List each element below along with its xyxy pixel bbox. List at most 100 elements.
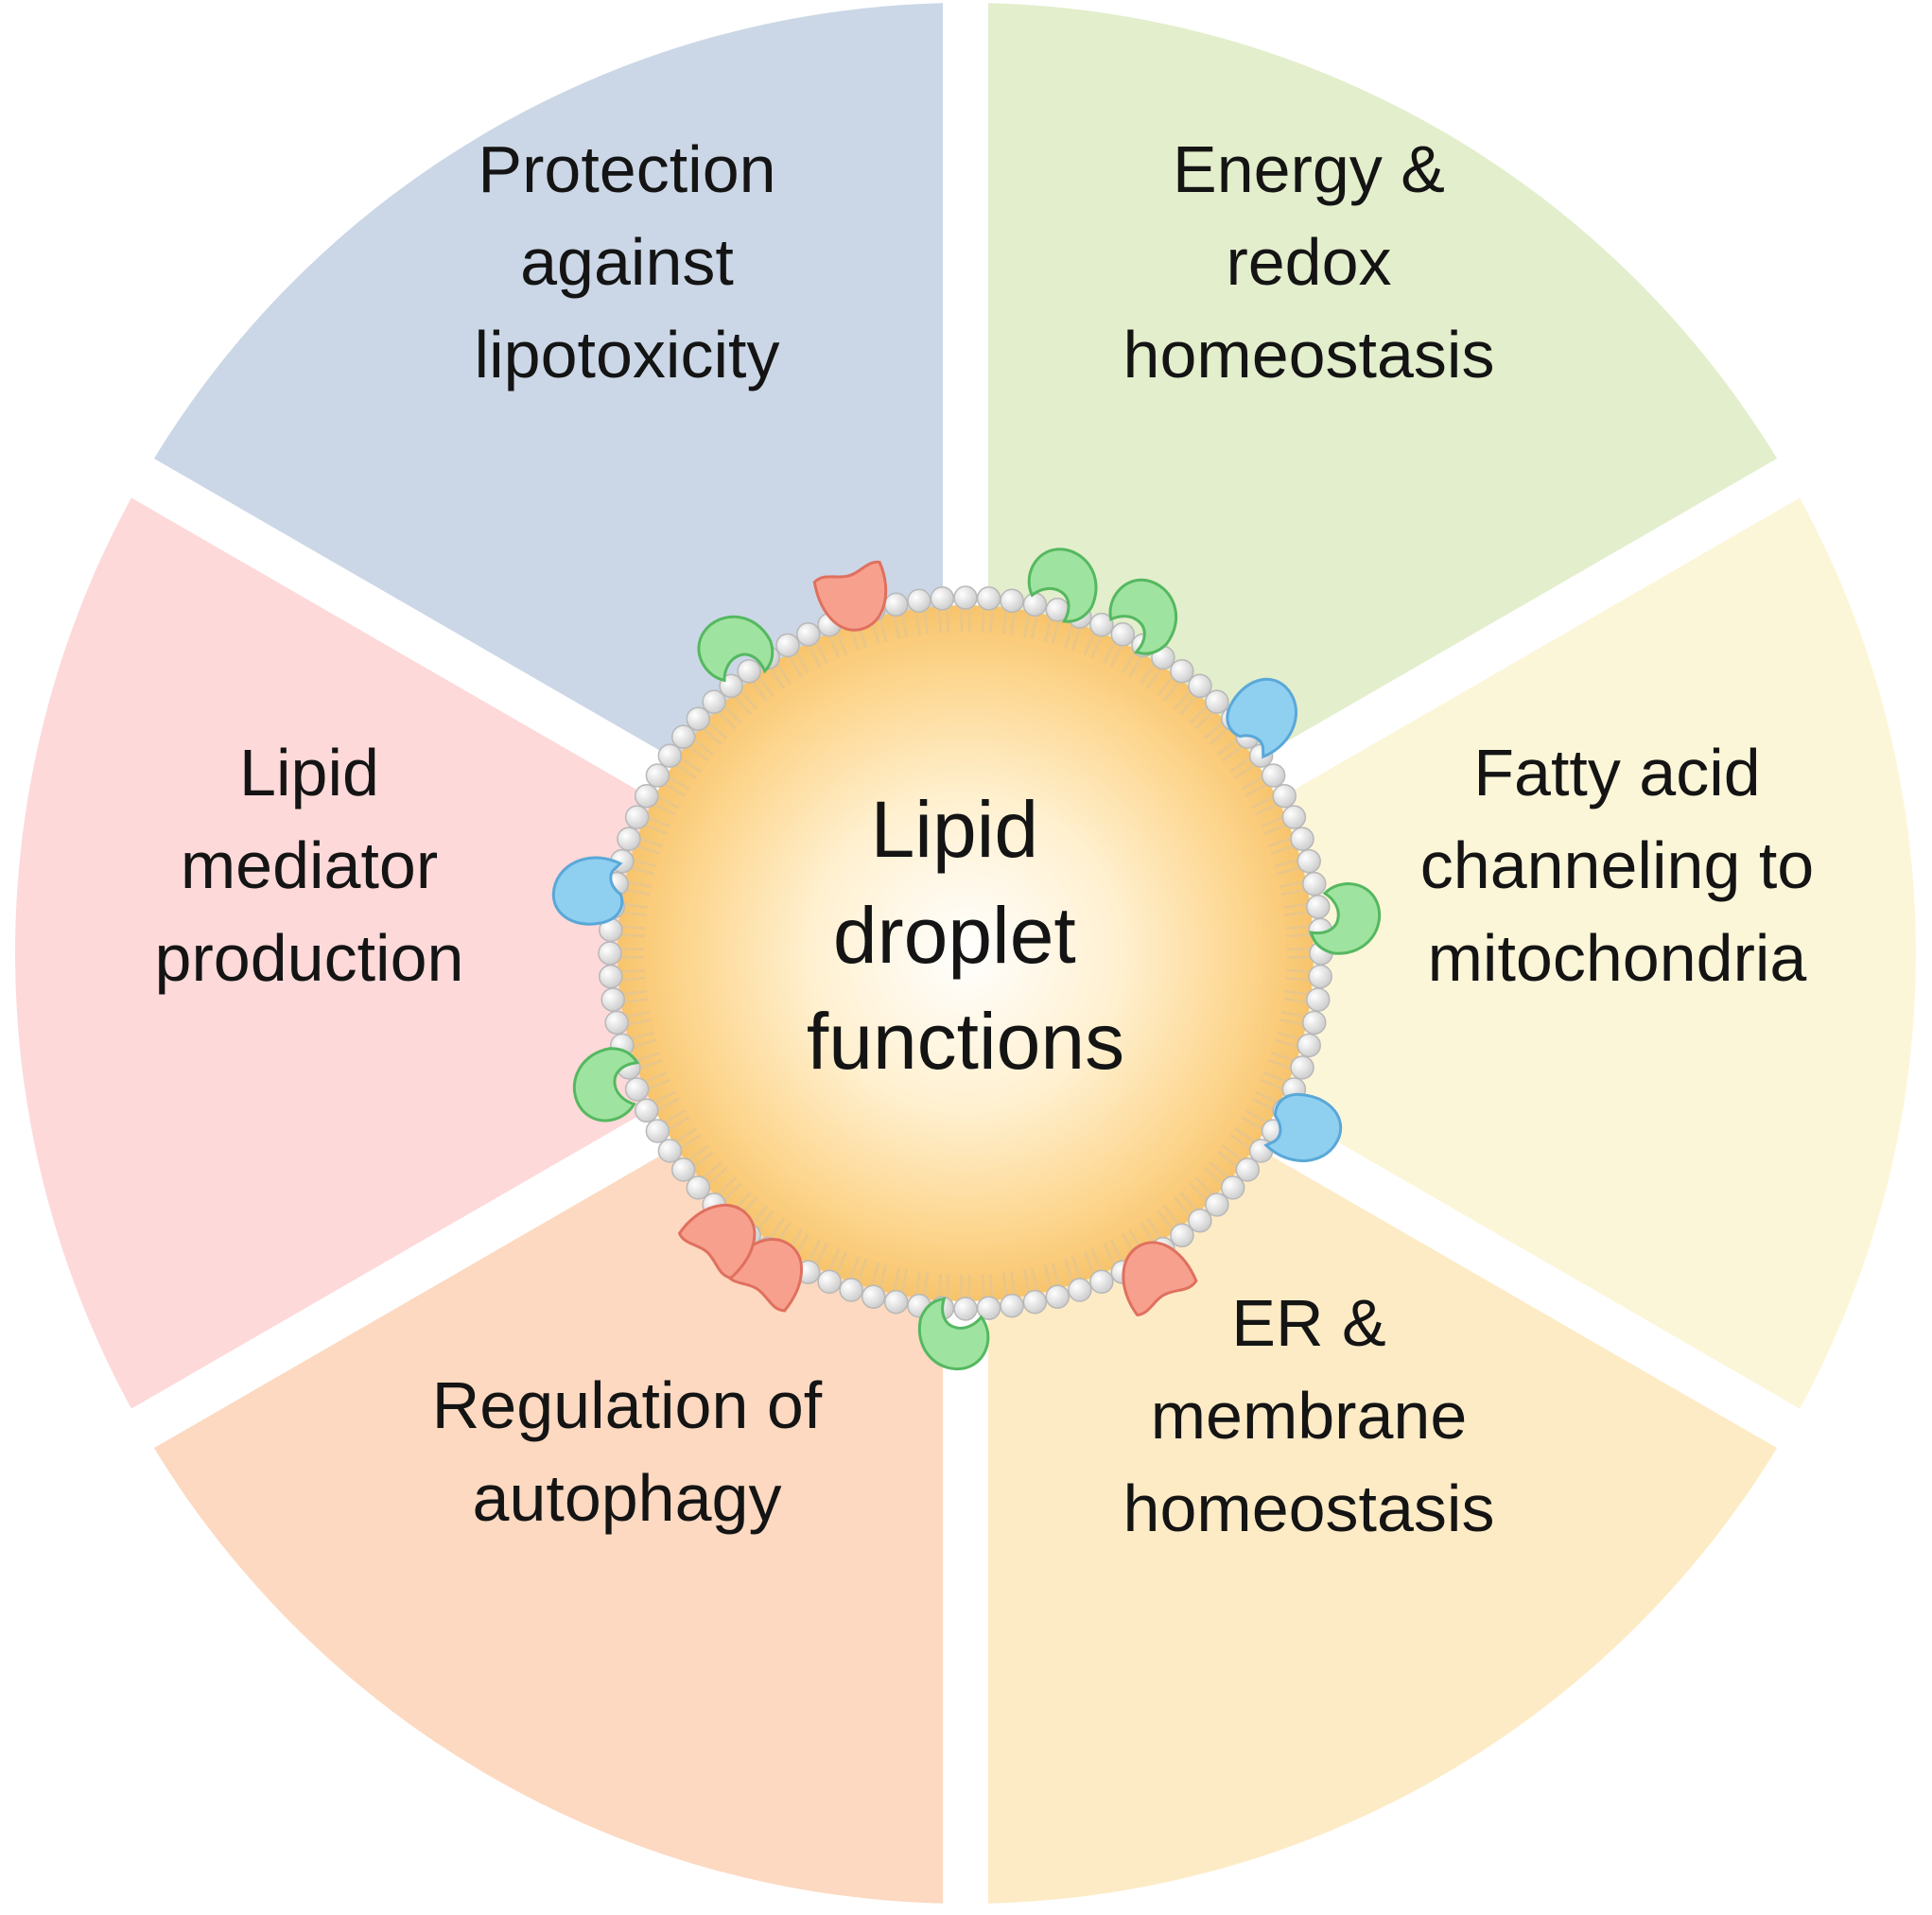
phospholipid-tail (914, 1271, 921, 1297)
phospholipid-head (1281, 805, 1307, 829)
phospholipid-head (645, 763, 670, 788)
phospholipid-tail (1251, 1097, 1275, 1111)
phospholipid-tail (620, 925, 646, 930)
phospholipid-tail (879, 1264, 888, 1289)
phospholipid-tail (794, 1232, 809, 1256)
phospholipid-tail (1279, 880, 1305, 888)
phospholipid-tail (1122, 651, 1137, 674)
phospholipid-tail (989, 608, 994, 634)
phospholipid-tails (619, 607, 1312, 1299)
phospholipid-tail (750, 1205, 768, 1227)
phospholipid-tail (1284, 911, 1310, 916)
phospholipid-tail (808, 644, 822, 668)
phospholipid-head (702, 689, 726, 714)
phospholipid-tail (788, 654, 803, 678)
phospholipid-tail (706, 721, 727, 740)
phospholipid-head (1290, 827, 1314, 851)
phospholipid-tail (1194, 1176, 1214, 1196)
phospholipid-tail (870, 1262, 880, 1287)
phospholipid-tail (1244, 1109, 1268, 1124)
phospholipid-tail (1277, 866, 1301, 876)
phospholipid-tail (893, 1267, 900, 1293)
phospholipid-tail (946, 607, 950, 633)
phospholipid-head (1022, 1290, 1048, 1314)
phospholipid-tail (1204, 721, 1225, 740)
phospholipid-head (1170, 658, 1194, 684)
phospholipid-tail (1284, 990, 1310, 996)
phospholipid-tail (757, 675, 775, 697)
phospholipid-tail (619, 933, 645, 938)
phospholipid-tail (1261, 1078, 1284, 1091)
phospholipid-tail (1234, 1127, 1257, 1143)
phospholipid-tail (1251, 795, 1275, 810)
phospholipid-tail (923, 1272, 929, 1297)
phospholipid-tail (663, 1109, 687, 1124)
label-er-membrane-line: membrane (1151, 1379, 1468, 1453)
phospholipid-head (839, 1278, 863, 1302)
phospholipid-tail (937, 1273, 942, 1298)
phospholipid-tail (1241, 1116, 1264, 1131)
phospholipid-tail (663, 782, 687, 797)
phospholipid-head (1089, 612, 1114, 637)
phospholipid-tail (635, 1052, 661, 1062)
protein-green (1027, 548, 1098, 623)
label-fatty-acid-line: Fatty acid (1473, 736, 1760, 810)
phospholipid-tail (632, 1038, 657, 1049)
phospholipid-tail (626, 880, 652, 888)
protein-green (1108, 578, 1178, 655)
phospholipid-tail (1270, 844, 1296, 855)
phospholipid-tail (1103, 640, 1117, 664)
phospholipid-tail (1179, 1192, 1198, 1212)
phospholipid-tail (619, 968, 645, 973)
phospholipid-tail (1209, 1161, 1229, 1179)
phospholipid-head (600, 987, 625, 1012)
phospholipid-tail (1217, 1151, 1239, 1169)
phospholipid-tail (1241, 775, 1264, 791)
phospholipid-tail (624, 888, 650, 896)
phospholipid-tail (1010, 610, 1017, 635)
phospholipid-tail (1285, 977, 1311, 982)
protein-blue (1226, 677, 1298, 759)
phospholipid-tail (1031, 1267, 1038, 1293)
protein-green (697, 615, 775, 683)
phospholipid-head (1302, 1010, 1327, 1036)
phospholipid-head (1272, 783, 1297, 809)
phospholipid-tail (630, 1031, 654, 1040)
phospholipid-head (1089, 1269, 1114, 1295)
center-title-line: droplet (833, 891, 1076, 980)
phospholipid-tail (1217, 738, 1239, 756)
phospholipid-head (645, 1119, 670, 1143)
phospholipid-tail (849, 1256, 861, 1280)
phospholipid-head (861, 1284, 886, 1309)
phospholipid-head (1205, 689, 1229, 714)
center-title-line: Lipid (871, 785, 1038, 874)
phospholipid-head (953, 1297, 978, 1321)
phospholipid-tail (643, 1071, 668, 1084)
phospholipid-tail (1103, 1243, 1117, 1266)
phospholipid-tail (1263, 823, 1288, 835)
center-title: Lipid droplet functions (807, 785, 1124, 1086)
phospholipid-tail (1189, 1182, 1209, 1202)
phospholipid-head (670, 724, 696, 749)
phospholipid-tail (794, 651, 809, 674)
phospholipid-tail (1286, 933, 1312, 938)
phospholipid-head (883, 1290, 909, 1314)
phospholipid-tail (1010, 1271, 1017, 1297)
phospholipid-tail (1174, 1196, 1192, 1217)
phospholipid-tail (1283, 998, 1309, 1004)
phospholipid-head (686, 706, 711, 731)
phospholipid-tail (632, 858, 657, 868)
phospholipid-tail (1090, 1248, 1104, 1272)
phospholipid-tail (706, 1167, 727, 1186)
phospholipid-tail (1109, 644, 1123, 668)
phospholipid-tail (1043, 1264, 1053, 1289)
phospholipid-tail (808, 1239, 822, 1262)
label-er-membrane-line: ER & (1231, 1286, 1385, 1360)
phospholipid-head (1110, 622, 1136, 647)
label-protection-line: lipotoxicity (475, 318, 780, 392)
phospholipid-tail (1174, 689, 1192, 710)
